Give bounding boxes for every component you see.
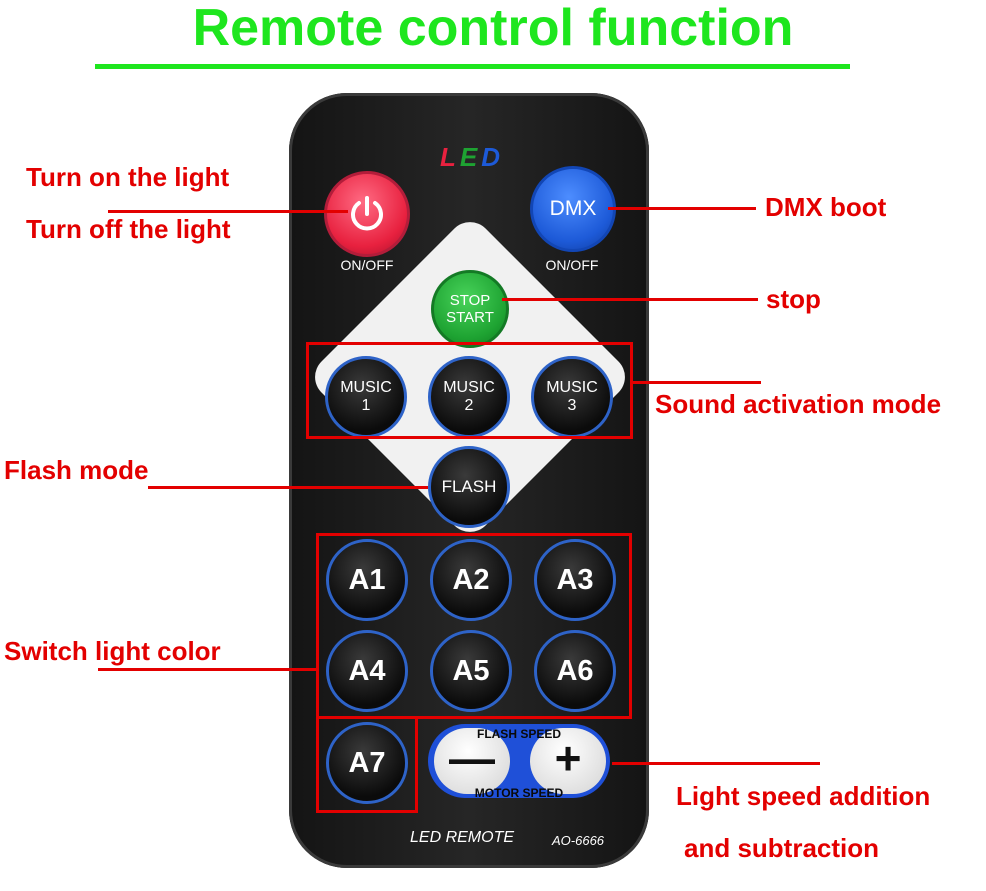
stop-pointer-line	[502, 298, 758, 301]
dmx-button[interactable]: DMX	[530, 166, 616, 252]
label-dmx-boot: DMX boot	[765, 192, 887, 222]
brand-label: LED REMOTE	[410, 829, 515, 846]
music-1-number: 1	[361, 397, 371, 414]
led-logo: LED	[422, 142, 522, 173]
title-underline	[95, 64, 850, 69]
label-switch-color: Switch light color	[4, 636, 221, 666]
music-1-label: MUSIC	[340, 379, 392, 396]
color-a2-button[interactable]: A2	[430, 539, 512, 621]
power-icon	[351, 196, 383, 231]
color-a7-button[interactable]: A7	[326, 722, 408, 804]
sound-pointer-line	[633, 381, 761, 384]
flash-speed-label: FLASH SPEED	[476, 727, 561, 741]
speed-box-top	[418, 716, 428, 719]
color-box-upper	[316, 533, 632, 719]
color-box-lower	[316, 716, 418, 813]
flash-pointer-line	[148, 486, 428, 489]
label-stop: stop	[766, 284, 821, 314]
color-a5-button[interactable]: A5	[430, 630, 512, 712]
page-title: Remote control function	[192, 0, 794, 57]
color-a1-button[interactable]: A1	[326, 539, 408, 621]
power-button[interactable]	[324, 171, 410, 257]
logo-letter-d: D	[481, 142, 504, 172]
label-flash-mode: Flash mode	[4, 455, 149, 485]
dmx-pointer-line	[608, 207, 756, 210]
label-speed-line2: and subtraction	[684, 833, 880, 863]
sound-mode-box	[306, 342, 633, 439]
stop-label: STOP	[449, 292, 491, 309]
dmx-sub-label: ON/OFF	[545, 257, 599, 273]
speed-minus-button[interactable]: —	[434, 728, 510, 794]
logo-letter-e: E	[459, 142, 482, 172]
music-2-label: MUSIC	[443, 379, 495, 396]
label-turn-on: Turn on the light	[26, 162, 230, 192]
power-sub-label: ON/OFF	[340, 257, 394, 273]
color-a4-button[interactable]: A4	[326, 630, 408, 712]
speed-plus-button[interactable]: +	[530, 728, 606, 794]
music-2-number: 2	[464, 397, 474, 414]
flash-button[interactable]: FLASH	[428, 446, 510, 528]
color-a3-button[interactable]: A3	[534, 539, 616, 621]
label-turn-off: Turn off the light	[26, 214, 231, 244]
logo-letter-l: L	[439, 142, 460, 172]
power-pointer-line	[108, 210, 348, 213]
label-speed-line1: Light speed addition	[676, 781, 931, 811]
color-a6-button[interactable]: A6	[534, 630, 616, 712]
music-3-label: MUSIC	[546, 379, 598, 396]
motor-speed-label: MOTOR SPEED	[474, 786, 564, 800]
music-3-number: 3	[567, 397, 577, 414]
label-sound-mode: Sound activation mode	[655, 389, 942, 419]
start-label: START	[446, 309, 494, 326]
model-label: AO-6666	[552, 833, 605, 848]
color-pointer-line	[98, 668, 316, 671]
speed-pointer-line	[612, 762, 820, 765]
